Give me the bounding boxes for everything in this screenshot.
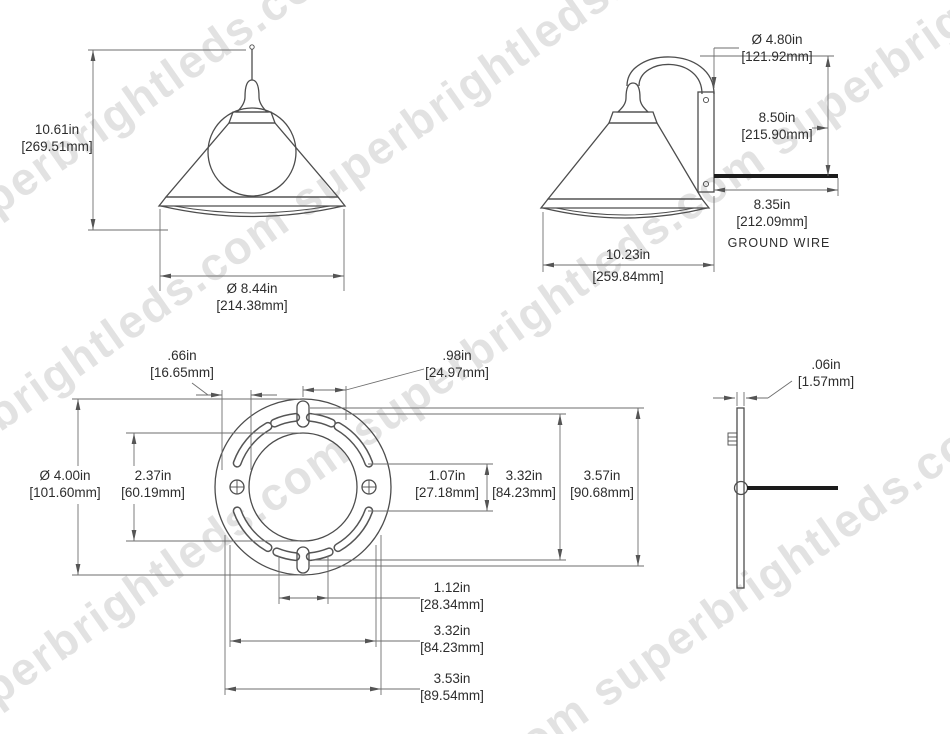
front-diameter-label-mm: [214.38mm] — [216, 298, 287, 313]
ground-wire-label: GROUND WIRE — [728, 236, 831, 250]
backplate-circle — [207, 107, 297, 197]
side-view: Ø 4.80in [121.92mm] 8.50in [215.90mm] 8.… — [539, 32, 839, 284]
plate-outer-dia-label-mm: [101.60mm] — [29, 485, 100, 500]
lamp-cap — [235, 79, 269, 113]
front-view-dimension-lines — [88, 49, 345, 291]
plate-dimension-lines — [72, 368, 644, 695]
plate-outer-circle — [214, 398, 392, 576]
plate-slot-width-label-in: .66in — [167, 348, 196, 363]
front-view: 10.61in [269.51mm] Ø 8.44in [214.38mm] — [21, 44, 347, 313]
plate-edge-outline — [727, 407, 838, 589]
front-height-label-in: 10.61in — [35, 122, 79, 137]
side-height-label-in: 8.50in — [759, 110, 796, 125]
plate-h3-label-mm: [89.54mm] — [420, 688, 484, 703]
bottom-keyhole-slot — [296, 546, 310, 574]
side-wire-label-in: 8.35in — [754, 197, 791, 212]
plate-top-offset-label-mm: [24.97mm] — [425, 365, 489, 380]
side-depth-label-in: 10.23in — [606, 247, 650, 262]
plate-outline — [214, 398, 392, 576]
plate-outer-dia-label-in: Ø 4.00in — [39, 468, 90, 483]
plate-edge-dimension-lines — [713, 380, 793, 406]
side-view-fixture-outline — [539, 56, 838, 219]
finial — [249, 44, 255, 50]
plate-h3-label-in: 3.53in — [434, 671, 471, 686]
plate-v3-label-in: 3.57in — [584, 468, 621, 483]
side-arm-label-mm: [121.92mm] — [741, 49, 812, 64]
side-height-label-mm: [215.90mm] — [741, 127, 812, 142]
front-view-fixture-outline — [157, 44, 347, 218]
mounting-screw — [727, 432, 738, 446]
plate-thickness-label-in: .06in — [811, 357, 840, 372]
plate-inner-dia-label-in: 2.37in — [135, 468, 172, 483]
side-wire-label-mm: [212.09mm] — [736, 214, 807, 229]
plate-inner-dia-label-mm: [60.19mm] — [121, 485, 185, 500]
mounting-plate-view: .66in [16.65mm] .98in [24.97mm] Ø 4.00in… — [26, 348, 644, 703]
lamp-shade-cone — [164, 122, 340, 198]
plate-inner-circle — [248, 432, 358, 542]
plate-v1-label-mm: [27.18mm] — [415, 485, 479, 500]
lamp-shade-cone — [546, 122, 704, 200]
plate-h2-label-in: 3.32in — [434, 623, 471, 638]
side-view-dimension-lines — [542, 47, 839, 272]
plate-v3-label-mm: [90.68mm] — [570, 485, 634, 500]
plate-edge — [736, 407, 745, 589]
plate-v1-label-in: 1.07in — [429, 468, 466, 483]
plate-v2-label-mm: [84.23mm] — [492, 485, 556, 500]
plate-h1-label-mm: [28.34mm] — [420, 597, 484, 612]
plate-top-offset-label-in: .98in — [442, 348, 471, 363]
plate-edge-view: .06in [1.57mm] — [713, 357, 854, 589]
plate-h2-label-mm: [84.23mm] — [420, 640, 484, 655]
plate-slot-width-label-mm: [16.65mm] — [150, 365, 214, 380]
side-arm-label-in: Ø 4.80in — [751, 32, 802, 47]
front-height-label-mm: [269.51mm] — [21, 139, 92, 154]
lamp-cap — [616, 82, 650, 113]
side-depth-label-mm: [259.84mm] — [592, 269, 663, 284]
plate-h1-label-in: 1.12in — [434, 580, 471, 595]
plate-thickness-label-mm: [1.57mm] — [798, 374, 854, 389]
front-diameter-label-in: Ø 8.44in — [226, 281, 277, 296]
top-keyhole-slot — [296, 400, 310, 428]
plate-v2-label-in: 3.32in — [506, 468, 543, 483]
wall-plate — [697, 91, 715, 193]
gooseneck-arm — [626, 56, 715, 95]
